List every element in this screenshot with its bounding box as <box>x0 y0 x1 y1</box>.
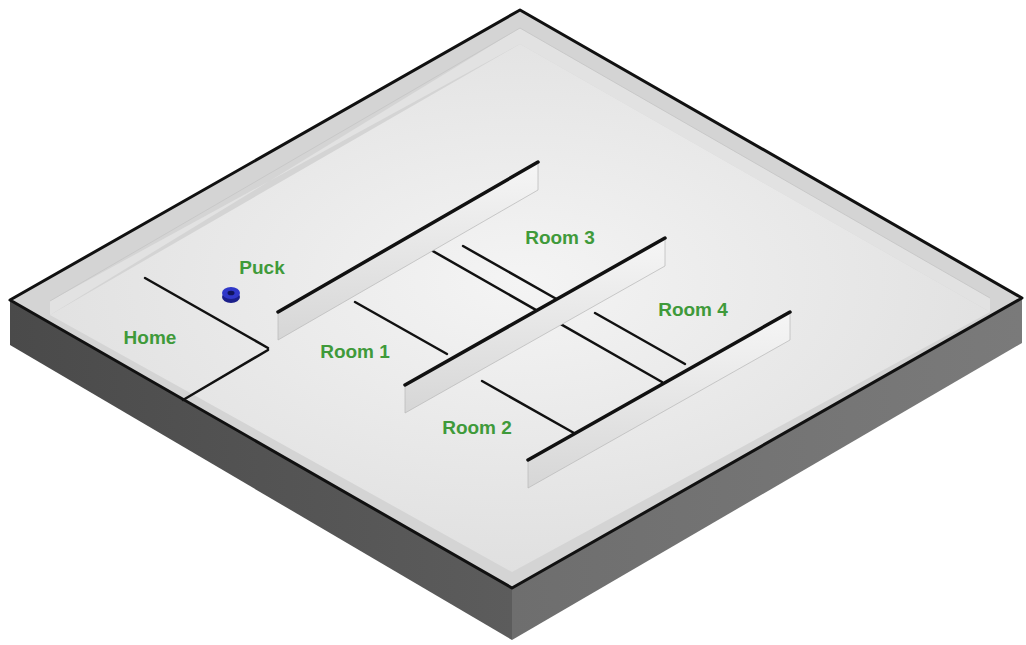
room-label: Home <box>124 328 177 349</box>
puck-top <box>222 287 240 299</box>
puck-symbol <box>222 287 240 303</box>
puck-hole <box>228 291 235 296</box>
room-line <box>463 246 560 301</box>
inner-wall-edge <box>50 28 990 301</box>
walls <box>278 162 790 488</box>
wall-top <box>278 162 538 312</box>
wall <box>405 238 665 413</box>
floor-lines <box>145 238 685 433</box>
room-label: Room 1 <box>320 342 390 363</box>
wall <box>528 312 790 488</box>
room-label: Room 2 <box>442 418 512 439</box>
room-label: Room 3 <box>525 228 595 249</box>
room-label: Puck <box>239 258 284 279</box>
room-line <box>595 313 685 364</box>
box-rim <box>10 10 1022 588</box>
wall-top <box>405 238 665 385</box>
wall-top <box>528 312 790 460</box>
wall <box>278 162 538 340</box>
home-line <box>183 350 268 400</box>
arena-floor <box>50 44 990 572</box>
room-label: Room 4 <box>658 300 728 321</box>
